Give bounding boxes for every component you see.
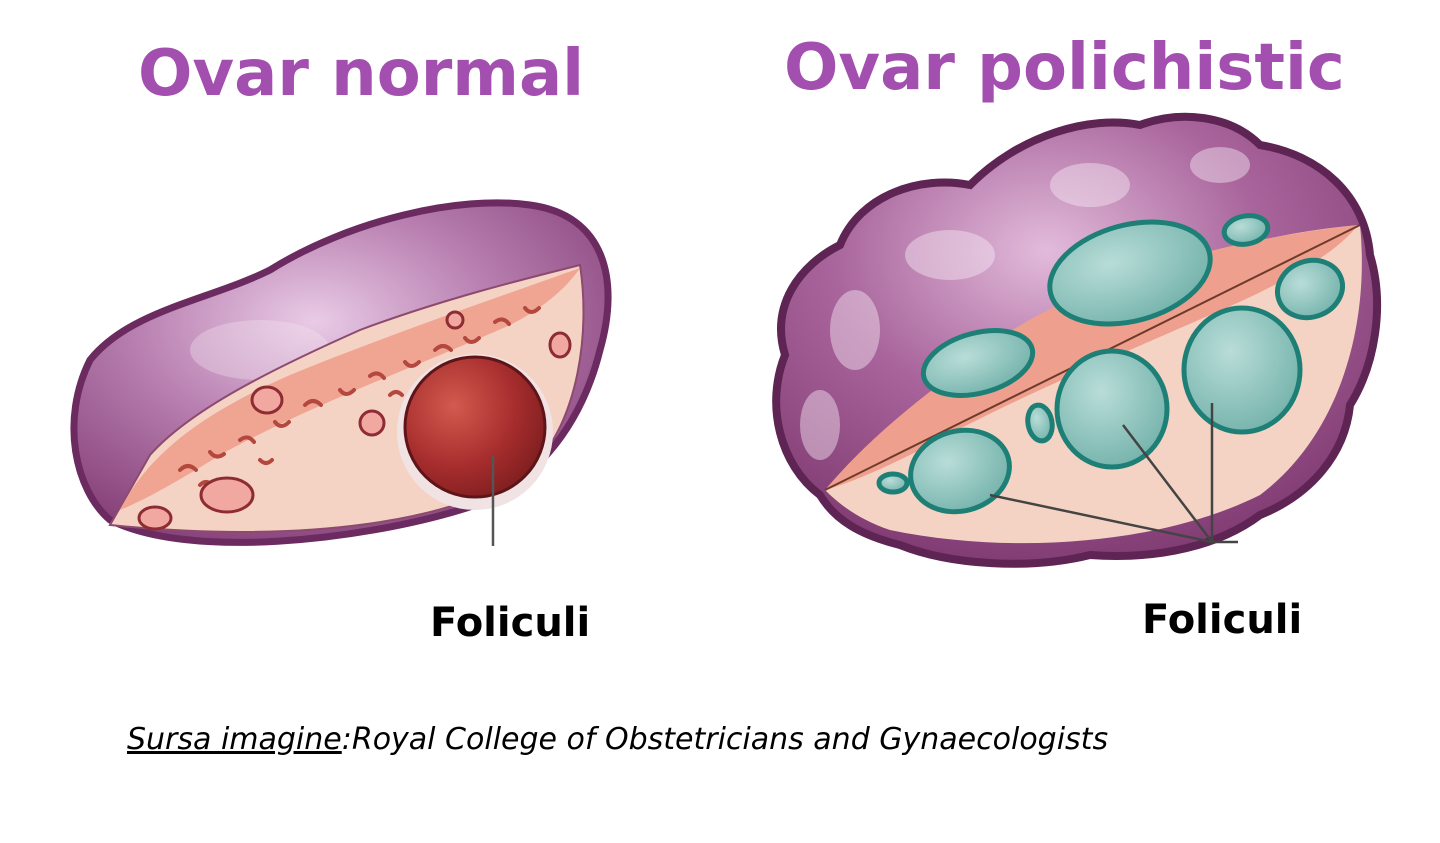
normal-ovary-title: Ovar normal	[138, 37, 585, 111]
source-prefix: Sursa imagine	[127, 722, 342, 757]
polycystic-ovary-title: Ovar polichistic	[784, 31, 1345, 105]
dominant-follicle	[397, 354, 553, 510]
follicle-pointer-lines	[989, 403, 1238, 544]
source-credit: Royal College of Obstetricians and Gynae…	[351, 722, 1109, 757]
normal-ovary-illustration	[70, 199, 612, 546]
source-separator: :	[341, 722, 352, 757]
polycystic-follicles-label: Foliculi	[1142, 597, 1303, 643]
normal-follicles-label: Foliculi	[430, 600, 591, 646]
follicle-cysts	[876, 213, 1345, 515]
small-follicles	[137, 310, 572, 531]
image-source-caption: Sursa imagine:Royal College of Obstetric…	[127, 722, 1108, 758]
polycystic-ovary-illustration	[772, 112, 1382, 568]
